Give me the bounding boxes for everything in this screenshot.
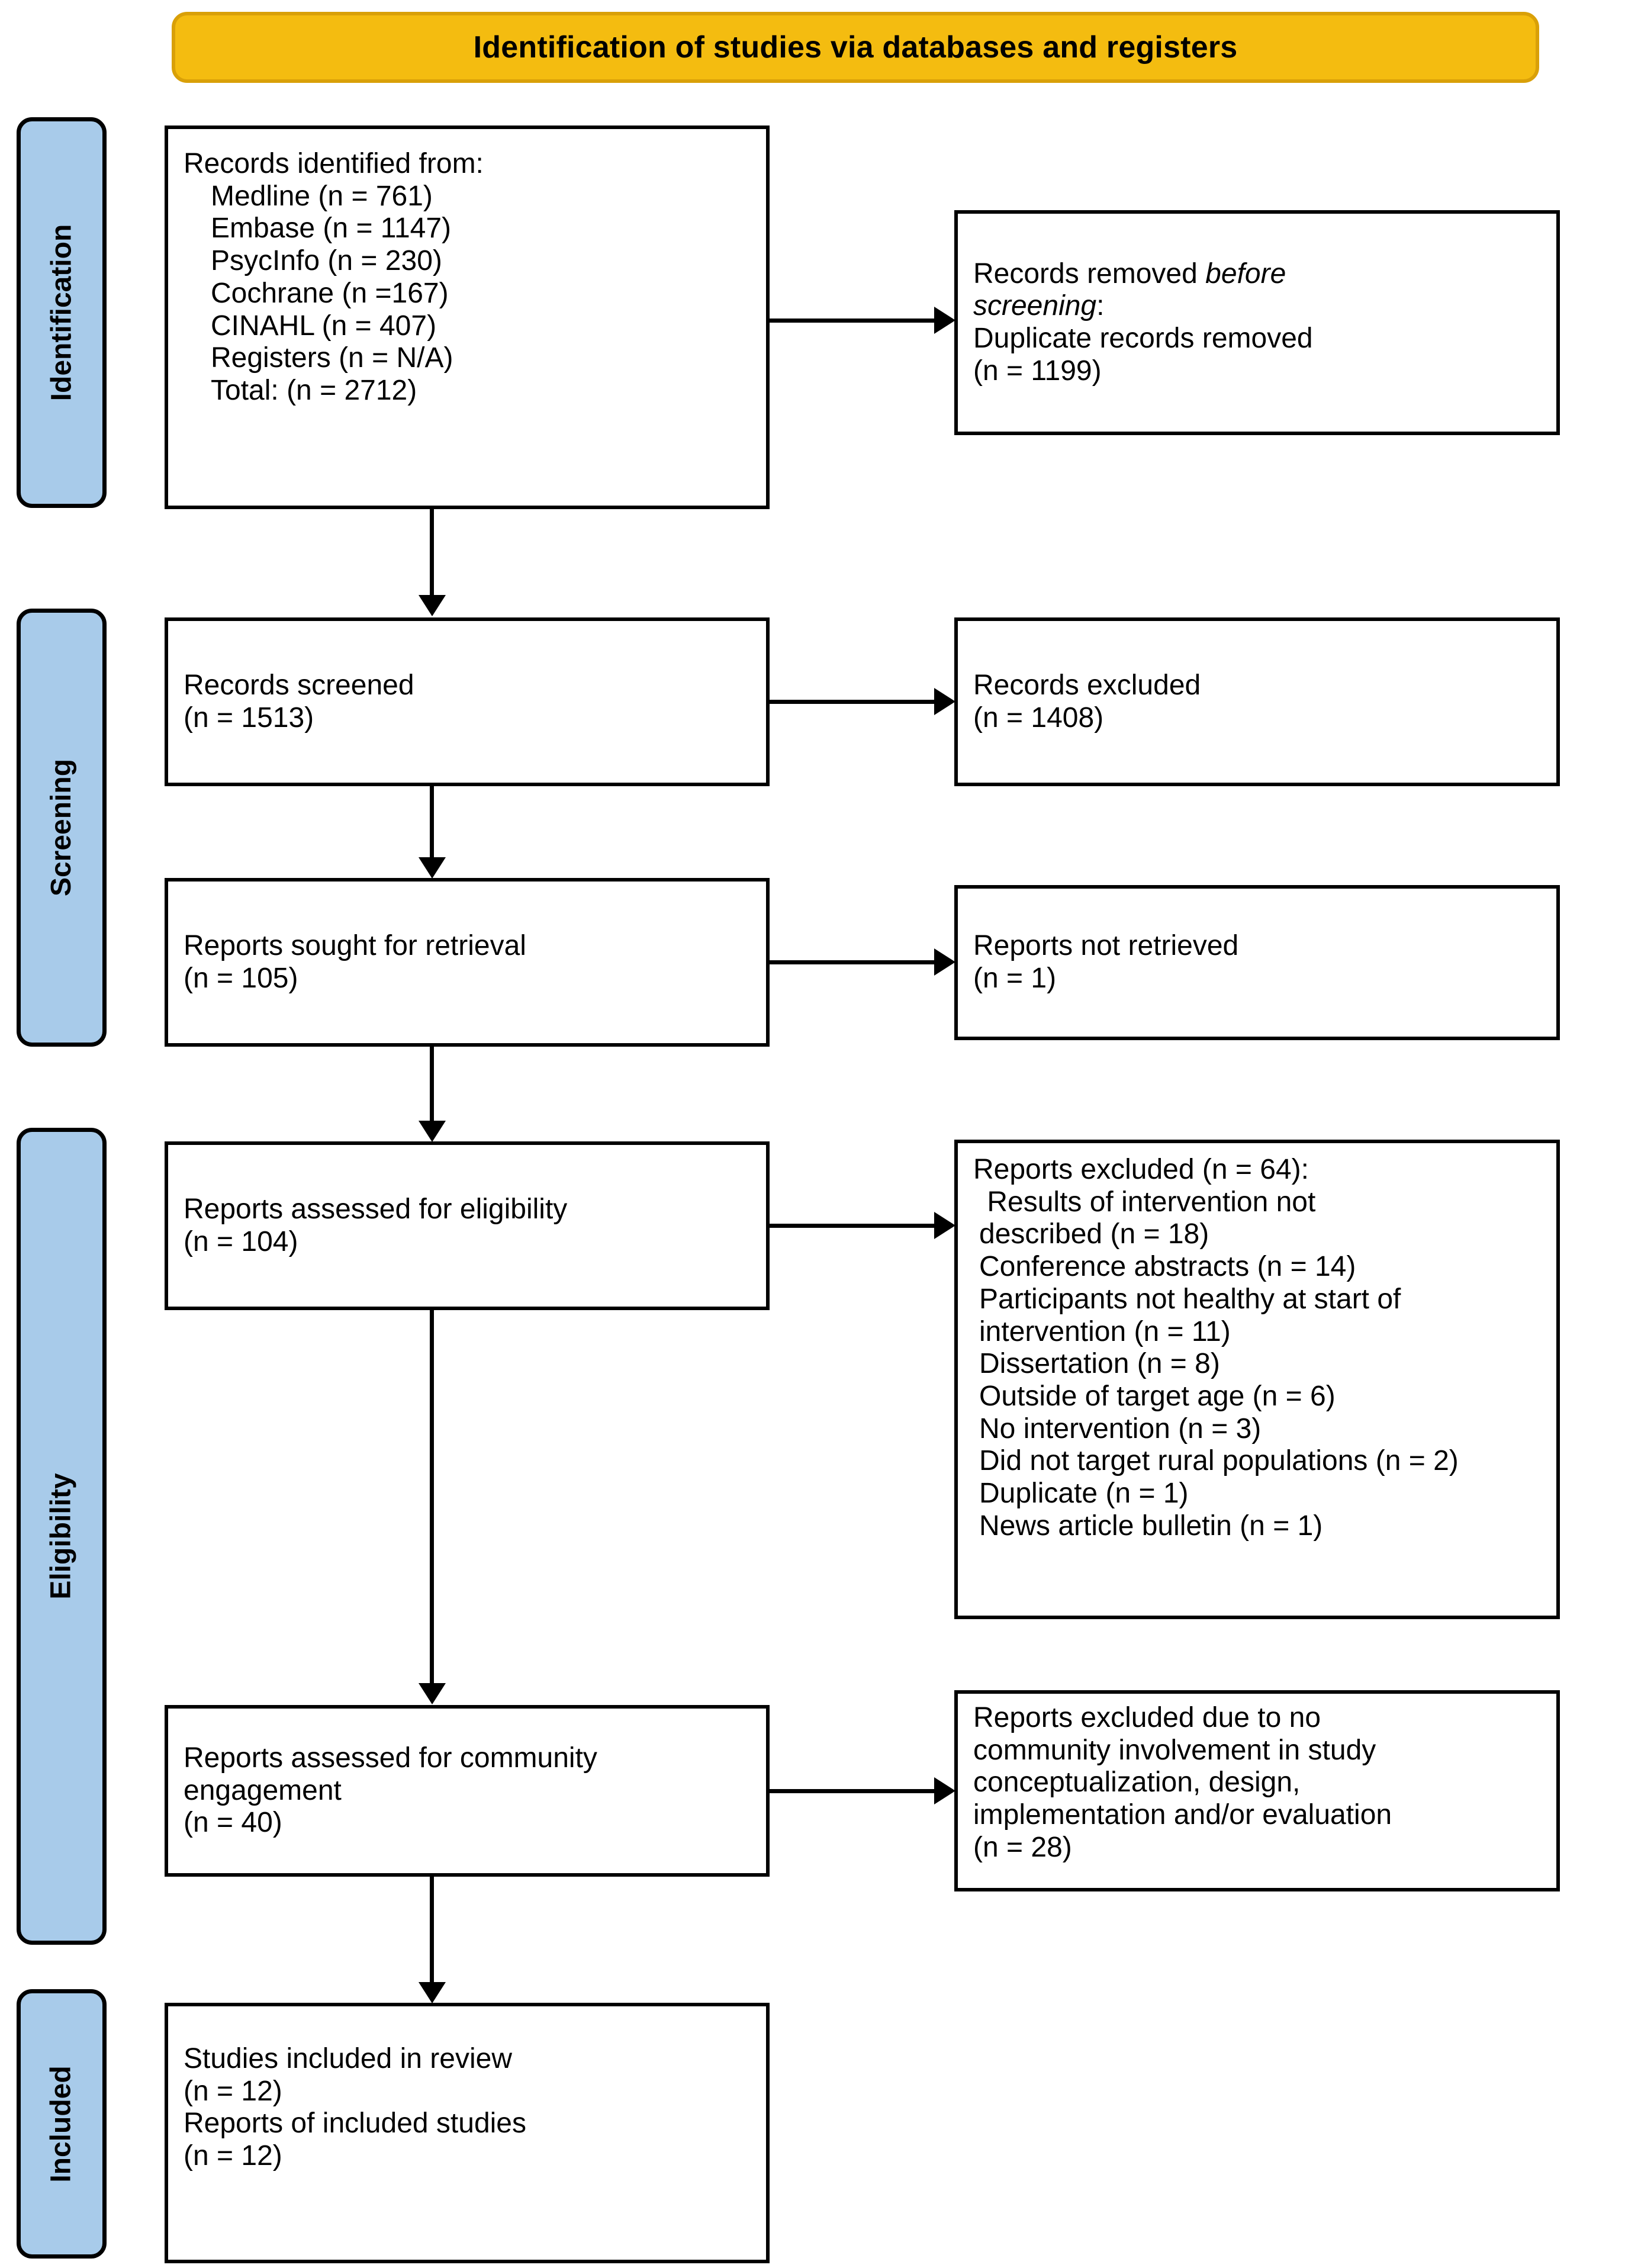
reports-not-retrieved-line-0: Reports not retrieved xyxy=(973,930,1239,962)
box-reports-assessed-for-eligibility: Reports assessed for eligibility (n = 10… xyxy=(165,1141,770,1310)
reports-excluded-community-line-0: Reports excluded due to no xyxy=(973,1702,1321,1733)
studies-included-line-0: Studies included in review xyxy=(184,2043,512,2074)
records-identified-line-1: Medline (n = 761) xyxy=(211,180,433,212)
records-removed-line-4: (n = 1199) xyxy=(973,355,1102,387)
stage-label-included: Included xyxy=(46,2065,77,2183)
records-identified-line-3: PsycInfo (n = 230) xyxy=(211,245,442,277)
connector-sought-to-not-retrieved-arrow xyxy=(934,948,955,976)
stage-tab-screening: Screening xyxy=(17,609,107,1047)
connector-community-to-included-arrow xyxy=(419,1982,446,2003)
connector-assessed-to-community-line xyxy=(430,1310,434,1683)
records-removed-italic-before: before xyxy=(1205,258,1286,289)
records-removed-italic-screening: screening xyxy=(973,290,1097,322)
records-identified-line-7: Total: (n = 2712) xyxy=(211,375,417,407)
stage-label-identification: Identification xyxy=(46,224,78,401)
reports-not-retrieved-line-1: (n = 1) xyxy=(973,963,1057,994)
connector-identified-to-removed-arrow xyxy=(934,307,955,334)
connector-community-to-included-line xyxy=(430,1877,434,1982)
stage-tab-included: Included xyxy=(17,1989,107,2259)
connector-sought-to-assessed-arrow xyxy=(419,1121,446,1142)
reports-excluded-reason-3: Participants not healthy at start of xyxy=(979,1283,1401,1315)
reports-sought-line-0: Reports sought for retrieval xyxy=(184,929,526,961)
reports-assessed-community-line-1: engagement xyxy=(184,1774,342,1806)
connector-screened-to-sought-line xyxy=(430,786,434,857)
connector-sought-to-assessed-line xyxy=(430,1047,434,1121)
box-reports-not-retrieved: Reports not retrieved (n = 1) xyxy=(954,885,1560,1040)
stage-tab-identification: Identification xyxy=(17,117,107,508)
box-reports-assessed-for-community-engagement: Reports assessed for community engagemen… xyxy=(165,1705,770,1877)
reports-excluded-community-line-4: (n = 28) xyxy=(973,1831,1072,1863)
reports-excluded-reason-10: News article bulletin (n = 1) xyxy=(979,1510,1323,1542)
connector-identified-to-screened-arrow xyxy=(419,595,446,616)
stage-label-screening: Screening xyxy=(46,758,78,897)
connector-screened-to-excluded-line xyxy=(770,700,934,704)
connector-community-to-excluded-arrow xyxy=(934,1777,955,1804)
connector-assessed-to-community-arrow xyxy=(419,1683,446,1704)
reports-assessed-eligibility-line-1: (n = 104) xyxy=(184,1225,298,1257)
reports-assessed-community-line-2: (n = 40) xyxy=(184,1807,282,1839)
reports-excluded-community-line-1: community involvement in study xyxy=(973,1734,1376,1766)
records-excluded-line-0: Records excluded xyxy=(973,669,1201,701)
reports-excluded-community-line-3: implementation and/or evaluation xyxy=(973,1799,1392,1831)
records-removed-line-3: Duplicate records removed xyxy=(973,323,1313,354)
reports-excluded-reason-6: Outside of target age (n = 6) xyxy=(979,1381,1336,1413)
box-records-removed-before-screening: Records removed before screening: Duplic… xyxy=(954,210,1560,435)
reports-assessed-eligibility-line-0: Reports assessed for eligibility xyxy=(184,1193,568,1225)
records-removed-prefix: Records removed xyxy=(973,258,1206,289)
box-records-excluded: Records excluded (n = 1408) xyxy=(954,617,1560,786)
reports-excluded-reason-2: Conference abstracts (n = 14) xyxy=(979,1251,1356,1283)
reports-excluded-reason-0: Results of intervention not xyxy=(979,1186,1316,1218)
box-records-identified: Records identified from: Medline (n = 76… xyxy=(165,126,770,509)
stage-label-eligibility: Eligibility xyxy=(46,1473,78,1600)
reports-assessed-community-line-0: Reports assessed for community xyxy=(184,1742,597,1774)
box-reports-excluded-no-community-involvement: Reports excluded due to no community inv… xyxy=(954,1690,1560,1891)
page-title: Identification of studies via databases … xyxy=(473,30,1238,65)
reports-excluded-community-line-2: conceptualization, design, xyxy=(973,1767,1301,1799)
records-excluded-line-1: (n = 1408) xyxy=(973,702,1104,734)
connector-screened-to-excluded-arrow xyxy=(934,688,955,715)
records-removed-line-2: screening: xyxy=(973,290,1541,323)
reports-excluded-heading: Reports excluded (n = 64): xyxy=(973,1154,1309,1185)
records-screened-line-0: Records screened xyxy=(184,669,414,701)
connector-identified-to-removed-line xyxy=(770,319,934,323)
connector-assessed-to-excluded-line xyxy=(770,1224,934,1228)
records-identified-line-4: Cochrane (n =167) xyxy=(211,277,449,309)
records-identified-line-2: Embase (n = 1147) xyxy=(211,213,452,245)
connector-sought-to-not-retrieved-line xyxy=(770,960,934,964)
records-identified-line-0: Records identified from: xyxy=(184,148,484,179)
connector-identified-to-screened-line xyxy=(430,509,434,595)
reports-sought-line-1: (n = 105) xyxy=(184,962,298,994)
studies-included-line-1: (n = 12) xyxy=(184,2075,282,2107)
studies-included-line-2: Reports of included studies xyxy=(184,2108,526,2140)
reports-excluded-reason-8: Did not target rural populations (n = 2) xyxy=(979,1445,1459,1477)
studies-included-line-3: (n = 12) xyxy=(184,2140,282,2172)
reports-excluded-reason-4: intervention (n = 11) xyxy=(979,1315,1231,1347)
box-records-screened: Records screened (n = 1513) xyxy=(165,617,770,786)
box-reports-excluded-reasons: Reports excluded (n = 64): Results of in… xyxy=(954,1140,1560,1619)
connector-community-to-excluded-line xyxy=(770,1789,934,1793)
reports-excluded-reason-9: Duplicate (n = 1) xyxy=(979,1478,1189,1510)
connector-screened-to-sought-arrow xyxy=(419,857,446,879)
reports-excluded-reason-1: described (n = 18) xyxy=(979,1218,1209,1250)
records-removed-colon: : xyxy=(1096,290,1105,322)
box-reports-sought-for-retrieval: Reports sought for retrieval (n = 105) xyxy=(165,878,770,1047)
records-identified-line-6: Registers (n = N/A) xyxy=(211,342,453,374)
diagram-title-banner: Identification of studies via databases … xyxy=(172,12,1539,83)
records-identified-line-5: CINAHL (n = 407) xyxy=(211,310,437,342)
connector-assessed-to-excluded-arrow xyxy=(934,1212,955,1239)
stage-tab-eligibility: Eligibility xyxy=(17,1128,107,1945)
reports-excluded-reason-5: Dissertation (n = 8) xyxy=(979,1348,1220,1380)
records-screened-line-1: (n = 1513) xyxy=(184,702,314,734)
records-removed-line-1: Records removed before xyxy=(973,258,1541,291)
reports-excluded-reason-7: No intervention (n = 3) xyxy=(979,1413,1262,1445)
box-studies-included-in-review: Studies included in review (n = 12) Repo… xyxy=(165,2003,770,2263)
